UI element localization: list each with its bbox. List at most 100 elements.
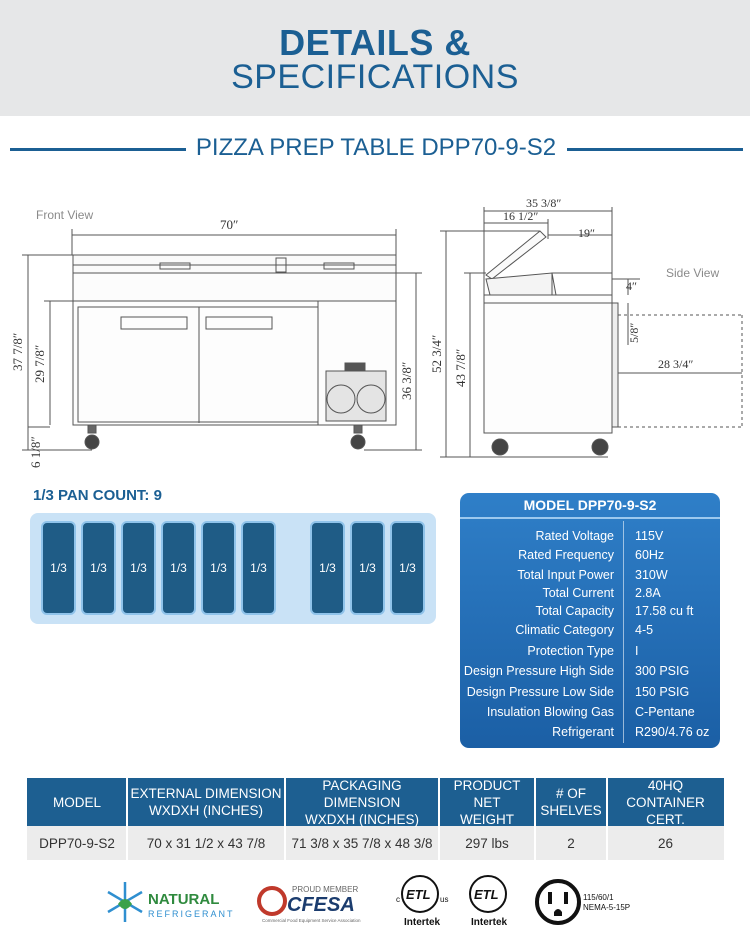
front-dim-right-height: 36 3/8″ [399,362,414,400]
spec-key: Total Capacity [535,604,614,618]
table-header-net-weight: PRODUCT NET WEIGHT [439,777,535,827]
spec-value: 17.58 cu ft [635,604,694,618]
table-cell-external-dimension: 70 x 31 1/2 x 43 7/8 [146,835,266,851]
front-dim-width: 70″ [220,217,238,232]
etl-c-label: c [396,895,400,904]
spec-value: 310W [635,568,668,582]
pan-slot: 1/3 [241,521,276,615]
spec-key: Rated Frequency [518,548,614,562]
etl-intertek-2: Intertek [471,917,508,928]
front-view-outline [22,229,422,451]
spec-value: 300 PSIG [635,664,690,678]
table-header-packaging-dimension: PACKAGING DIMENSION WXDXH (INCHES) [285,777,439,827]
pan-slot: 1/3 [390,521,425,615]
table-divider [606,778,608,860]
etl-intertek-1: Intertek [404,917,441,928]
side-view-outline [440,207,743,458]
spec-table: MODEL EXTERNAL DIMENSION WXDXH (INCHES) … [27,778,724,860]
pan-layout-panel: 1/3 1/3 1/3 1/3 1/3 1/3 1/3 1/3 1/3 [30,513,436,624]
side-dim-depth: 35 3/8″ [526,196,561,210]
table-cell-model: DPP70-9-S2 [39,835,115,851]
spec-key: Total Current [542,586,614,600]
spec-row: Design Pressure Low Side 150 PSIG [460,685,720,705]
side-dim-top1: 16 1/2″ [503,209,538,223]
plug-rating: 115/60/1 [583,893,614,902]
side-dim-swing: 28 3/4″ [658,357,693,371]
technical-drawing: Front View [10,196,743,468]
spec-row: Total Capacity 17.58 cu ft [460,604,720,624]
pan-slot: 1/3 [161,521,196,615]
spec-value: R290/4.76 oz [635,725,710,739]
title-rule-left [10,148,186,151]
spec-value: 4-5 [635,623,654,637]
spec-row: Refrigerant R290/4.76 oz [460,725,720,745]
spec-value: 115V [635,529,664,543]
front-dim-total-height: 37 7/8″ [10,333,25,371]
pan-slot: 1/3 [41,521,76,615]
spec-row: Design Pressure High Side 300 PSIG [460,664,720,684]
spec-value: C-Pentane [635,705,695,719]
table-header-container-cert: 40HQ CONTAINER CERT. [607,777,724,827]
side-dim-rail: 4″ [626,279,637,293]
etl-mark-text: ETL [406,887,431,902]
cfesa-proud-member: PROUD MEMBER [292,885,358,894]
table-header-text: PRODUCT NET WEIGHT [453,777,521,827]
spec-card-title: MODEL DPP70-9-S2 [523,497,657,513]
natural-refrigerant-word2: REFRIGERANT [148,909,235,919]
cfesa-name: CFESA [287,894,355,916]
spec-key: Design Pressure Low Side [466,685,614,699]
front-view-label: Front View [36,208,93,222]
pan-slot: 1/3 [350,521,385,615]
front-dim-caster: 6 1/8″ [28,436,43,468]
spec-card-divider [460,517,720,519]
etl-sanitation-icon [469,875,507,913]
etl-sanitation-text: ETL [474,887,499,902]
spec-value: 2.8A [635,586,661,600]
spec-value: 150 PSIG [635,685,690,699]
spec-row: Total Current 2.8A [460,586,720,606]
table-divider [438,778,440,860]
spec-key: Design Pressure High Side [463,664,614,678]
side-dim-body: 43 7/8″ [453,349,468,387]
title-rule-right [567,148,743,151]
etl-us-label: us [440,895,448,904]
header-band [0,0,750,116]
table-divider [126,778,128,860]
table-cell-net-weight: 297 lbs [465,835,509,851]
pan-slot: 1/3 [201,521,236,615]
plug-type: NEMA-5-15P [583,903,630,912]
table-header-shelves: # OF SHELVES [535,778,607,826]
side-dim-door: 5/8″ [627,323,641,343]
spec-row: Rated Voltage 115V [460,529,720,549]
side-dim-total: 52 3/4″ [429,335,444,373]
spec-value: I [635,644,639,658]
table-header-text: PACKAGING DIMENSION WXDXH (INCHES) [305,777,419,827]
table-header-text: 40HQ CONTAINER CERT. [626,777,705,827]
spec-column-divider [623,521,624,743]
certification-logos: NATURAL REFRIGERANT PROUD MEMBER CFESA C… [107,875,630,928]
spec-key: Rated Voltage [535,529,614,543]
spec-key: Insulation Blowing Gas [486,705,614,719]
table-divider [534,778,536,860]
table-header-text: # OF SHELVES [540,786,602,818]
spec-key: Protection Type [527,644,614,658]
spec-key: Refrigerant [552,725,614,739]
spec-card: MODEL DPP70-9-S2 Rated Voltage 115V Rated… [460,493,720,748]
table-divider [284,778,286,860]
pan-count-title: 1/3 PAN COUNT: 9 [33,487,162,504]
side-view-label: Side View [666,266,719,280]
cfesa-ring-icon [257,886,287,916]
pan-slot: 1/3 [81,521,116,615]
nema-plug-icon [535,879,581,925]
spec-key: Total Input Power [517,568,614,582]
table-header-text: MODEL [52,794,101,810]
spec-row: Protection Type I [460,644,720,664]
page-title-line2: SPECIFICATIONS [231,58,519,96]
page-title-line1: DETAILS & [279,22,471,63]
table-header-model: MODEL [27,778,127,826]
spec-row: Total Input Power 310W [460,568,720,588]
spec-row: Insulation Blowing Gas C-Pentane [460,705,720,725]
table-cell-shelves: 2 [567,835,575,851]
